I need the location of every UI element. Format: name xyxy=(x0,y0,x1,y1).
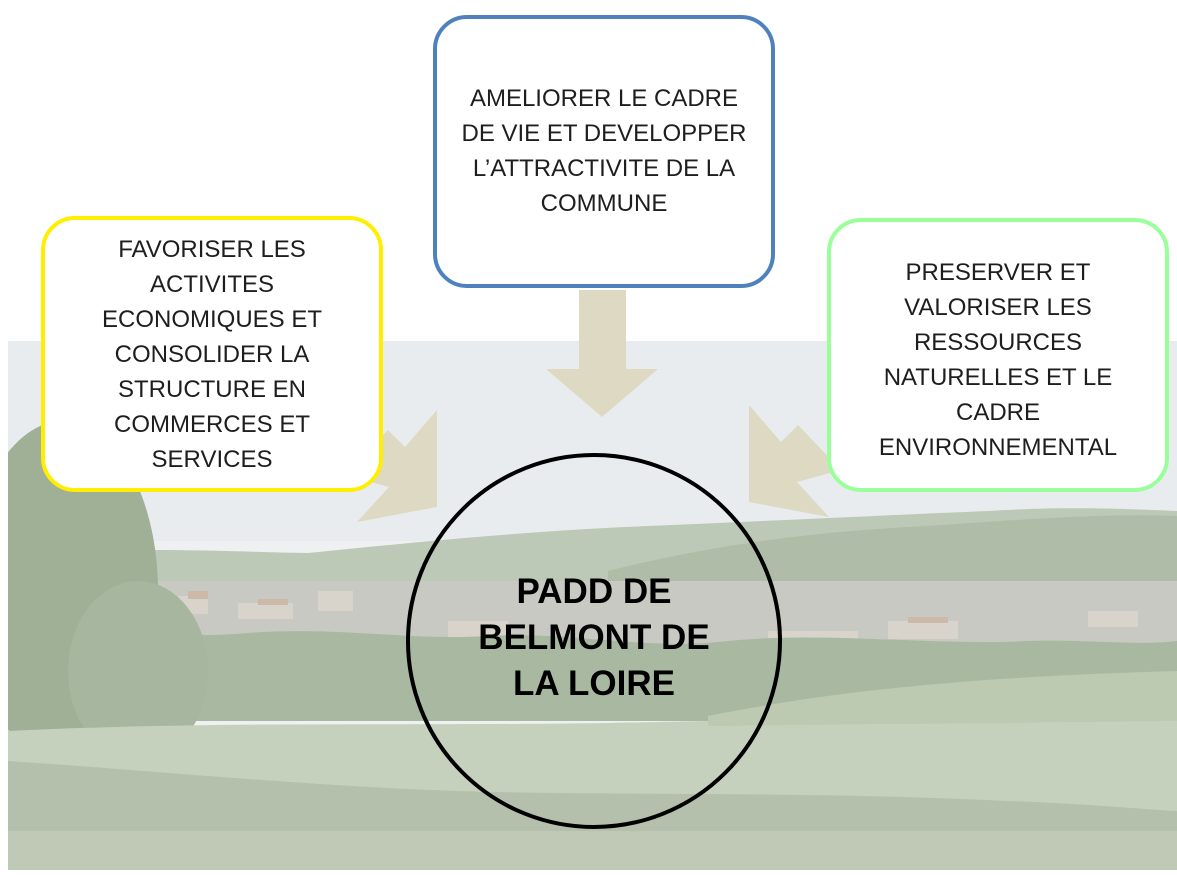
goal-label-ressources-naturelles: PRESERVER ET VALORISER LES RESSOURCES NA… xyxy=(878,259,1118,461)
goal-box-cadre-de-vie: AMELIORER LE CADRE DE VIE ET DEVELOPPER … xyxy=(433,15,775,288)
goal-label-cadre-de-vie: AMELIORER LE CADRE DE VIE ET DEVELOPPER … xyxy=(461,85,747,217)
arrow-right-to-center xyxy=(749,405,841,517)
goal-box-ressources-naturelles: PRESERVER ET VALORISER LES RESSOURCES NA… xyxy=(827,218,1169,492)
arrow-left-to-center xyxy=(345,410,437,522)
center-title: PADD DE BELMONT DE LA LOIRE xyxy=(478,572,710,703)
center-circle: PADD DE BELMONT DE LA LOIRE xyxy=(406,453,782,829)
goal-box-activites-economiques: FAVORISER LES ACTIVITES ECONOMIQUES ET C… xyxy=(41,216,383,492)
goal-label-activites-economiques: FAVORISER LES ACTIVITES ECONOMIQUES ET C… xyxy=(101,235,323,473)
arrow-top-to-center xyxy=(546,290,658,417)
